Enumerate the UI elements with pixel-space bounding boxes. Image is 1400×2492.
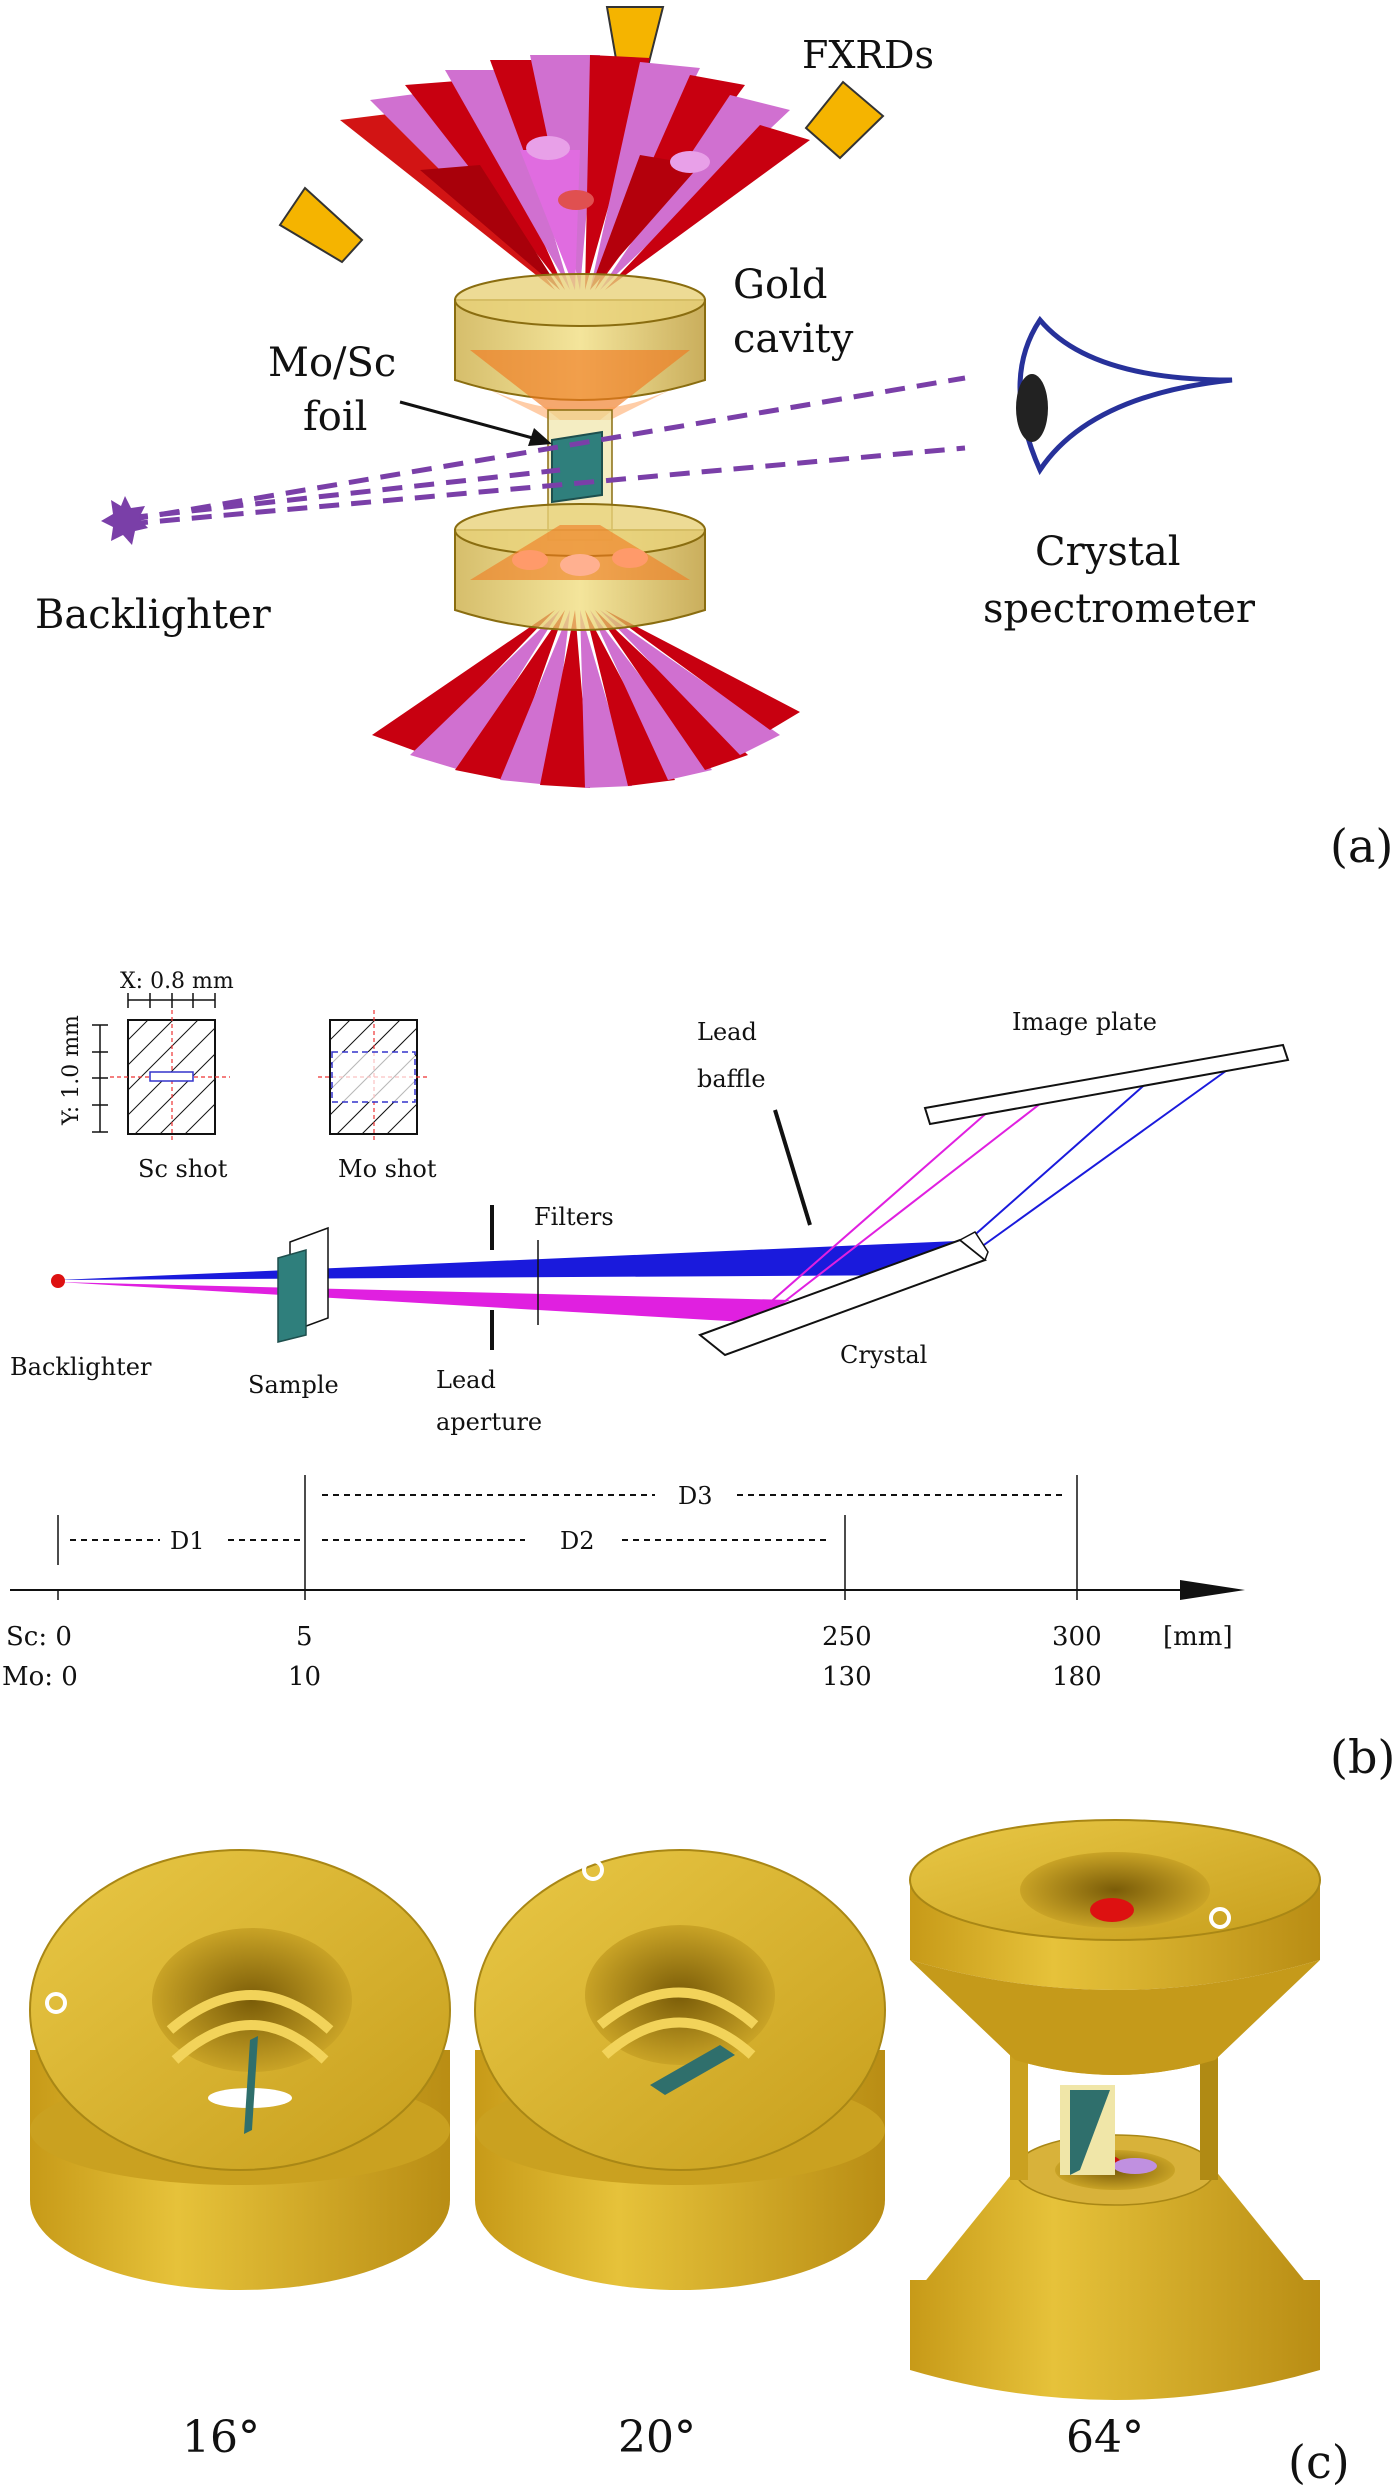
panel-c: 16° 20° 64° (c) bbox=[29, 1819, 1350, 2489]
fxrd-detector-left bbox=[278, 186, 364, 264]
backlighter-label-a: Backlighter bbox=[35, 592, 272, 638]
panel-b: X: 0.8 mm Y: 1.0 mm Sc shot Mo shot bbox=[2, 969, 1395, 1784]
sample bbox=[277, 1249, 307, 1343]
mo-tick-0: Mo: 0 bbox=[2, 1662, 78, 1692]
sample-label: Sample bbox=[248, 1371, 339, 1399]
angle-label-16: 16° bbox=[182, 2412, 260, 2463]
sc-tick-1: 5 bbox=[296, 1622, 313, 1652]
lead-baffle bbox=[773, 1109, 812, 1226]
fxrd-detector-right bbox=[804, 80, 885, 160]
crystal-face bbox=[958, 1231, 989, 1262]
image-plate bbox=[923, 1043, 1290, 1126]
upper-laser-beams bbox=[340, 55, 810, 290]
gold-cavity-label-2: cavity bbox=[733, 316, 854, 362]
sc-tick-3: 300 bbox=[1052, 1622, 1102, 1652]
gold-cavity-label-1: Gold bbox=[733, 262, 827, 308]
mo-tick-1: 10 bbox=[288, 1662, 321, 1692]
hohlraum-view-64 bbox=[909, 1819, 1321, 2400]
mo-shot-label: Mo shot bbox=[338, 1155, 437, 1183]
magenta-beam bbox=[58, 1282, 790, 1322]
foil-label-1: Mo/Sc bbox=[268, 340, 396, 386]
fxrds-label: FXRDs bbox=[802, 33, 934, 77]
sc-tick-2: 250 bbox=[822, 1622, 872, 1652]
backlighter-source-b bbox=[51, 1274, 65, 1288]
d2-label: D2 bbox=[560, 1527, 595, 1555]
panel-a: FXRDs Gold cavity Mo/Sc foil Backlighter… bbox=[35, 6, 1393, 873]
filters-label: Filters bbox=[534, 1203, 614, 1231]
mo-tick-3: 180 bbox=[1052, 1662, 1102, 1692]
unit-label: [mm] bbox=[1163, 1622, 1233, 1652]
panel-b-label: (b) bbox=[1330, 1730, 1395, 1784]
panel-a-label: (a) bbox=[1330, 819, 1393, 873]
angle-label-64: 64° bbox=[1066, 2412, 1144, 2463]
spectrometer-label-2: spectrometer bbox=[983, 586, 1256, 632]
ruler-arrowhead bbox=[1180, 1580, 1245, 1600]
spectrometer-label-1: Crystal bbox=[1035, 529, 1181, 575]
sc-shot-inset bbox=[92, 993, 230, 1140]
lead-baffle-label-2: baffle bbox=[697, 1065, 766, 1093]
lead-baffle-label-1: Lead bbox=[697, 1018, 757, 1046]
foil-pointer bbox=[399, 400, 552, 446]
y-dim-label: Y: 1.0 mm bbox=[59, 1015, 84, 1126]
d1-label: D1 bbox=[170, 1527, 205, 1555]
mo-shot-inset bbox=[318, 1010, 430, 1140]
x-dim-label: X: 0.8 mm bbox=[120, 969, 234, 994]
image-plate-label: Image plate bbox=[1012, 1008, 1157, 1036]
hohlraum-view-20 bbox=[474, 1849, 886, 2290]
panel-c-label: (c) bbox=[1288, 2435, 1350, 2489]
angle-label-20: 20° bbox=[618, 2412, 696, 2463]
distance-ruler bbox=[10, 1475, 1190, 1600]
hohlraum-view-16 bbox=[29, 1849, 451, 2290]
foil-label-2: foil bbox=[303, 394, 367, 440]
backlighter-rays bbox=[127, 375, 966, 527]
blue-beam bbox=[58, 1240, 980, 1280]
backlighter-source bbox=[101, 496, 148, 545]
lead-aperture-label-1: Lead bbox=[436, 1366, 496, 1394]
crystal-label: Crystal bbox=[840, 1341, 927, 1369]
sc-tick-0: Sc: 0 bbox=[6, 1622, 72, 1652]
sc-shot-label: Sc shot bbox=[138, 1155, 228, 1183]
backlighter-label-b: Backlighter bbox=[10, 1353, 152, 1381]
d3-label: D3 bbox=[678, 1482, 713, 1510]
lower-laser-beams bbox=[372, 610, 800, 788]
lead-aperture-label-2: aperture bbox=[436, 1408, 542, 1436]
eye-icon bbox=[1016, 315, 1233, 476]
mo-tick-2: 130 bbox=[822, 1662, 872, 1692]
